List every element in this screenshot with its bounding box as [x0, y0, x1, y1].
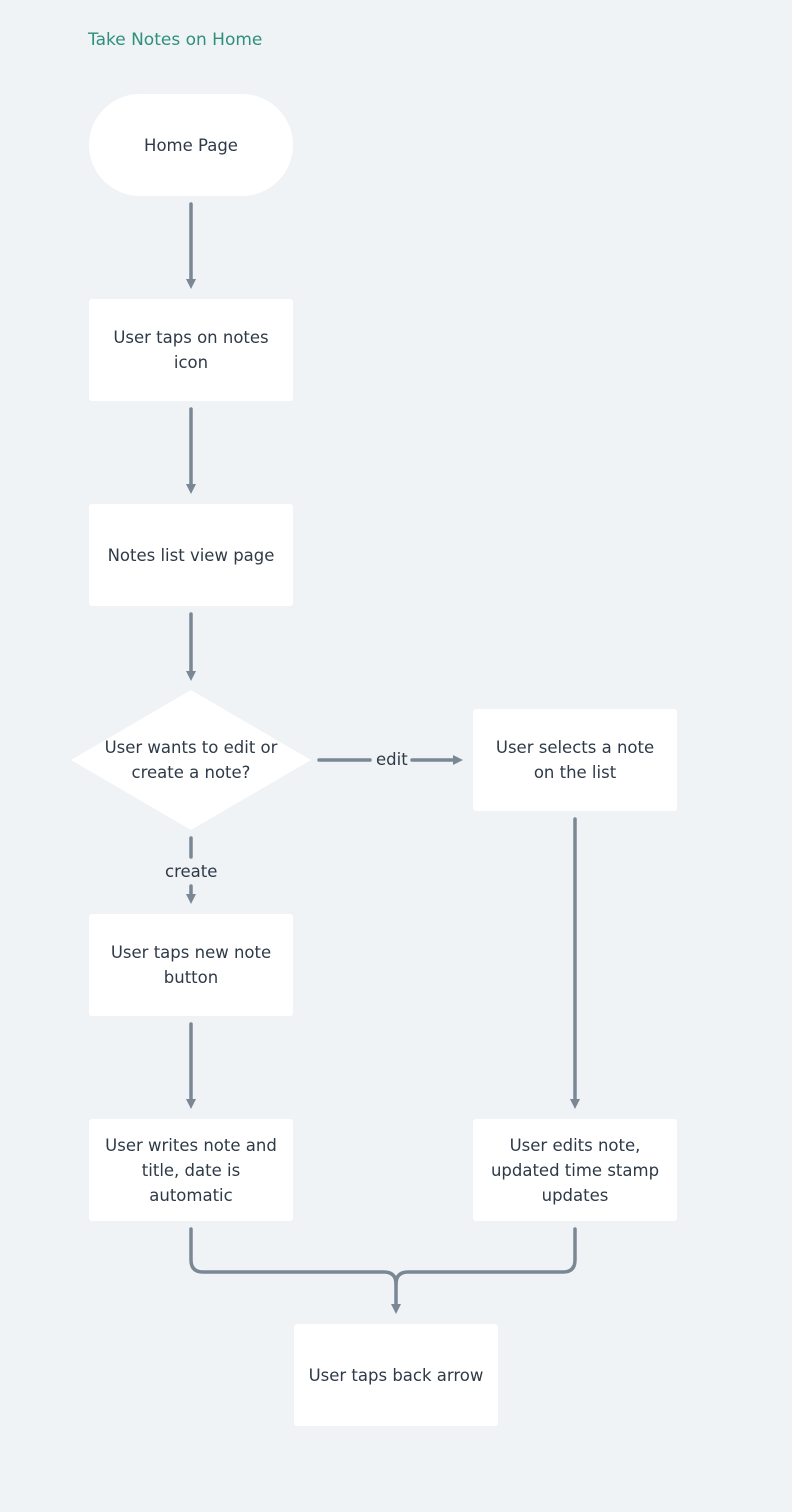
- node-user-edits-note: User edits note, updated time stamp upda…: [473, 1119, 677, 1221]
- node-label-line: User edits note,: [509, 1135, 641, 1155]
- node-user-writes-note: User writes note and title, date is auto…: [89, 1119, 293, 1221]
- node-notes-list-view: Notes list view page: [89, 504, 293, 606]
- node-home-page-label: Home Page: [144, 135, 238, 155]
- merge-connector-left: [189, 1227, 401, 1314]
- diagram-title: Take Notes on Home: [88, 30, 263, 50]
- node-notes-list-view-label: Notes list view page: [107, 545, 275, 565]
- edge-label-edit: edit: [374, 750, 410, 770]
- node-label-line: automatic: [149, 1185, 233, 1205]
- node-label-line: User writes note and: [105, 1135, 277, 1155]
- node-label-line: User taps new note: [110, 943, 272, 962]
- edge-label-create: create: [163, 862, 220, 882]
- decision-label-line: User wants to edit or: [104, 738, 278, 757]
- node-user-selects-note: User selects a note on the list: [473, 709, 677, 811]
- node-label-line: icon: [173, 353, 209, 372]
- node-label-line: on the list: [533, 763, 617, 782]
- node-label-line: User taps on notes: [113, 328, 269, 347]
- node-label-line: updates: [541, 1185, 609, 1205]
- node-user-taps-back-arrow: User taps back arrow: [294, 1324, 498, 1426]
- decision-edit-or-create: User wants to edit or create a note?: [71, 690, 311, 830]
- node-label-line: User selects a note: [495, 738, 655, 757]
- node-label-line: updated time stamp: [490, 1160, 660, 1180]
- node-user-taps-notes-icon: User taps on notes icon: [89, 299, 293, 401]
- decision-diamond-shape: [71, 690, 311, 830]
- node-label-line: title, date is: [141, 1160, 241, 1180]
- merge-connector-right: [394, 1227, 577, 1286]
- node-label-line: button: [163, 968, 219, 987]
- node-taps-back-arrow-label: User taps back arrow: [308, 1365, 484, 1385]
- decision-label-line: create a note?: [131, 763, 251, 782]
- node-user-taps-new-note: User taps new note button: [89, 914, 293, 1016]
- node-home-page: Home Page: [89, 94, 293, 196]
